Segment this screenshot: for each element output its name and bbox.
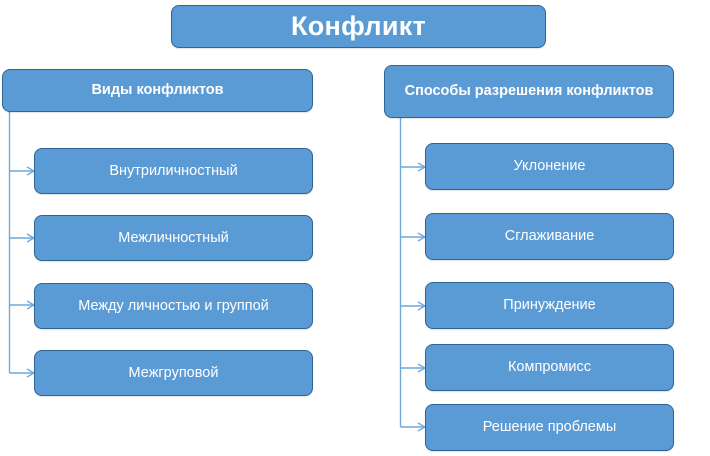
node-resolution-compromise[interactable]: Компромисс xyxy=(425,344,674,391)
node-type-person-group-label: Между личностью и группой xyxy=(78,297,269,314)
node-root-title-label: Конфликт xyxy=(290,10,427,41)
node-resolution-problem-solving[interactable]: Решение проблемы xyxy=(425,404,674,451)
right-arrowhead-5 xyxy=(417,422,427,432)
node-resolution-smoothing-label: Сглаживание xyxy=(504,228,595,245)
node-type-intergroup[interactable]: Межгруповой xyxy=(34,350,313,396)
right-arrowhead-4 xyxy=(417,363,427,373)
node-type-intrapersonal-label: Внутриличностный xyxy=(109,162,238,179)
node-branch-header-types[interactable]: Виды конфликтов xyxy=(2,69,313,112)
node-resolution-coercion[interactable]: Принуждение xyxy=(425,282,674,329)
right-arrowhead-3 xyxy=(417,301,427,311)
node-resolution-avoidance-label: Уклонение xyxy=(513,158,586,175)
node-resolution-avoidance[interactable]: Уклонение xyxy=(425,143,674,190)
node-type-interpersonal-label: Межличностный xyxy=(118,229,229,246)
node-type-intrapersonal[interactable]: Внутриличностный xyxy=(34,148,313,194)
node-type-intergroup-label: Межгруповой xyxy=(128,364,219,381)
node-type-interpersonal[interactable]: Межличностный xyxy=(34,215,313,261)
left-arrowhead-3 xyxy=(26,300,36,310)
right-arrowhead-2 xyxy=(417,232,427,242)
node-resolution-coercion-label: Принуждение xyxy=(503,297,596,314)
node-branch-header-types-label: Виды конфликтов xyxy=(91,82,224,99)
node-root-title[interactable]: Конфликт xyxy=(171,5,546,48)
node-branch-header-resolution-label: Способы разрешения конфликтов xyxy=(404,83,654,100)
node-branch-header-resolution[interactable]: Способы разрешения конфликтов xyxy=(384,65,674,118)
node-resolution-problem-solving-label: Решение проблемы xyxy=(482,419,617,436)
node-resolution-compromise-label: Компромисс xyxy=(507,359,592,376)
node-type-person-group[interactable]: Между личностью и группой xyxy=(34,283,313,329)
node-resolution-smoothing[interactable]: Сглаживание xyxy=(425,213,674,260)
left-arrowhead-4 xyxy=(26,368,36,378)
left-arrowhead-2 xyxy=(26,233,36,243)
left-arrowhead-1 xyxy=(26,166,36,176)
right-arrowhead-1 xyxy=(417,162,427,172)
